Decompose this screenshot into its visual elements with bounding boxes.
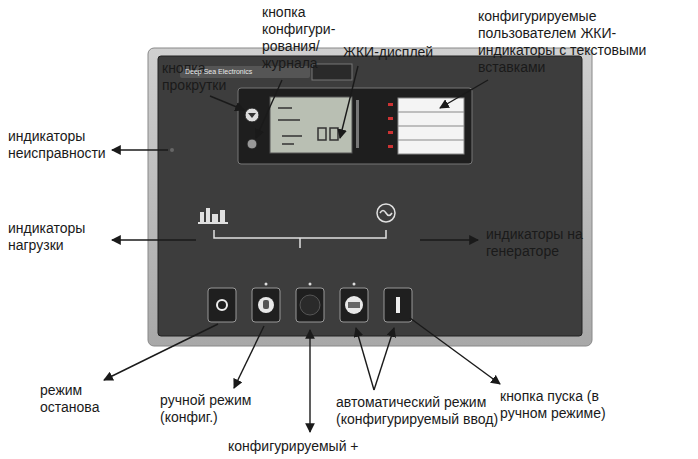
front-panel: [158, 56, 582, 336]
lcd-segments: [278, 108, 338, 144]
callout-label: автоматический режим (конфигурируемый вв…: [336, 394, 546, 428]
button-row: [208, 283, 412, 323]
housing-bezel: [148, 48, 592, 346]
callout-label: кнопка пуска (в ручном режиме): [500, 388, 640, 422]
callout-label: кнопка конфигури- рования/ журнала: [262, 4, 344, 72]
leader-lines: [104, 66, 500, 432]
text-insert-strip: [398, 98, 464, 154]
insert-dividers: [398, 112, 464, 140]
callout-label: ЖКИ-дисплей: [343, 44, 453, 61]
insert-leds: [388, 103, 393, 148]
fault-led: [170, 148, 174, 152]
callout-label: индикаторы на генераторе: [486, 226, 606, 260]
config-button: [247, 139, 257, 149]
generator-symbol: [377, 204, 395, 222]
model-badge: [312, 64, 352, 80]
callout-label: кнопка прокрутки: [162, 60, 242, 94]
callout-label: индикаторы неисправности: [8, 128, 108, 162]
brand-text: Deep Sea Electronics: [185, 68, 310, 76]
scroll-button: [245, 108, 259, 122]
callout-label: ручной режим (конфиг.): [160, 392, 270, 426]
callout-label: индикаторы нагрузки: [8, 220, 108, 254]
callout-label: режим останова: [40, 382, 120, 416]
callout-label: конфигурируемые пользователем ЖКИ-индика…: [478, 8, 648, 76]
mimic-bus: [214, 230, 386, 248]
callout-label: конфигурируемый +: [228, 438, 428, 455]
load-icon: [198, 208, 228, 224]
lcd-screen: [270, 97, 352, 153]
